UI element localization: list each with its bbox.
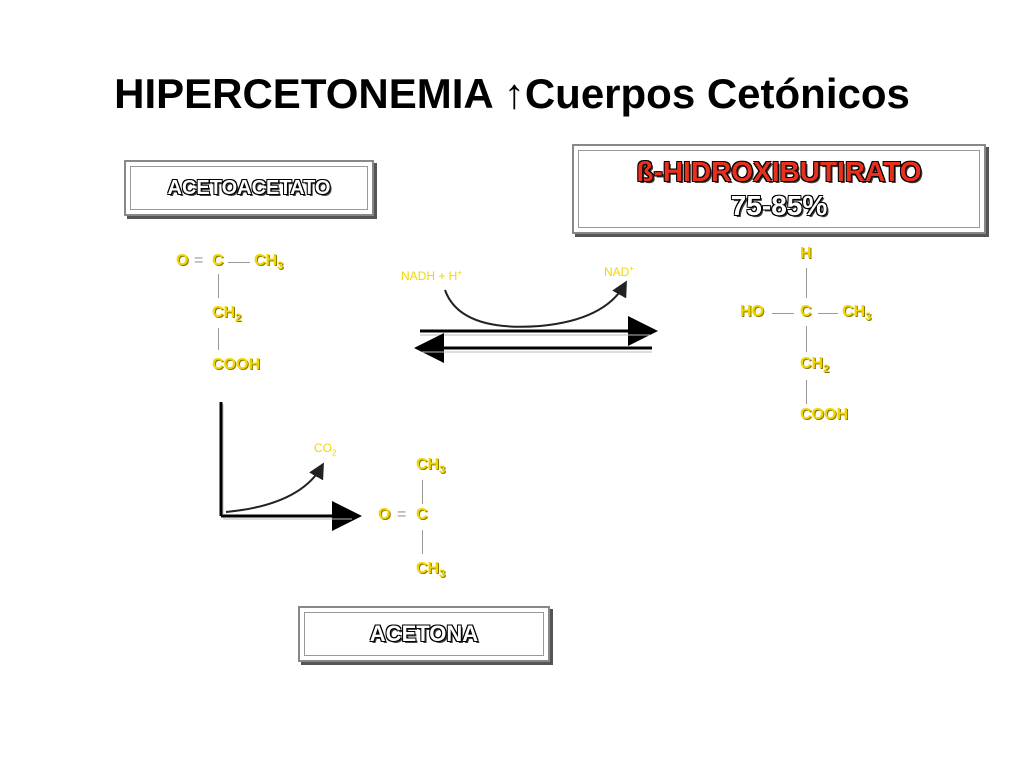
hydroxybutyrate-h: H bbox=[800, 245, 812, 262]
bond bbox=[228, 262, 250, 263]
hidroxibutirato-box: ß-HIDROXIBUTIRATO 75-85% bbox=[572, 144, 986, 234]
acetone-c: C bbox=[416, 506, 428, 523]
page-title: HIPERCETONEMIA ↑Cuerpos Cetónicos bbox=[0, 70, 1024, 118]
acetona-box: ACETONA bbox=[298, 606, 550, 662]
hydroxybutyrate-c: C bbox=[800, 303, 812, 320]
acetone-double-bond: = bbox=[397, 506, 407, 523]
bond bbox=[818, 313, 838, 314]
acetone-ch3-bottom: CH3 bbox=[416, 560, 446, 581]
hydroxybutyrate-ch2: CH2 bbox=[800, 355, 830, 376]
acetoacetate-c: C bbox=[212, 252, 224, 269]
acetone-o: O bbox=[378, 506, 391, 523]
nadh-label: NADH + H+ bbox=[401, 268, 463, 283]
acetoacetate-o: O bbox=[176, 252, 189, 269]
acetoacetate-cooh: COOH bbox=[212, 356, 260, 373]
hydroxybutyrate-ch3: CH3 bbox=[842, 303, 872, 324]
bond bbox=[806, 326, 807, 352]
bond bbox=[422, 480, 423, 504]
acetoacetate-ch2: CH2 bbox=[212, 304, 242, 325]
bond bbox=[772, 313, 794, 314]
acetona-label: ACETONA bbox=[369, 621, 479, 646]
hidroxibutirato-label: ß-HIDROXIBUTIRATO bbox=[636, 156, 922, 187]
acetoacetato-box: ACETOACETATO bbox=[124, 160, 374, 216]
up-arrow-icon: ↑ bbox=[503, 70, 525, 117]
bond bbox=[218, 328, 219, 350]
hydroxybutyrate-ho: HO bbox=[740, 303, 764, 320]
title-rest: Cuerpos Cetónicos bbox=[524, 70, 910, 117]
cofactor-curve-arrow bbox=[444, 280, 627, 328]
hydroxybutyrate-cooh: COOH bbox=[800, 406, 848, 423]
bond bbox=[806, 268, 807, 298]
co2-label: CO2 bbox=[314, 441, 337, 458]
acetoacetate-ch3: CH3 bbox=[254, 252, 284, 273]
acetone-ch3-top: CH3 bbox=[416, 456, 446, 477]
bond bbox=[422, 530, 423, 554]
bond bbox=[806, 380, 807, 404]
bond bbox=[218, 274, 219, 298]
acetoacetato-label: ACETOACETATO bbox=[167, 176, 331, 199]
co2-release-arrow bbox=[225, 462, 324, 513]
acetoacetate-double-bond: = bbox=[194, 252, 204, 269]
nad-label: NAD+ bbox=[604, 264, 635, 279]
title-main: HIPERCETONEMIA bbox=[114, 70, 493, 117]
hidroxibutirato-percent: 75-85% bbox=[730, 190, 828, 221]
